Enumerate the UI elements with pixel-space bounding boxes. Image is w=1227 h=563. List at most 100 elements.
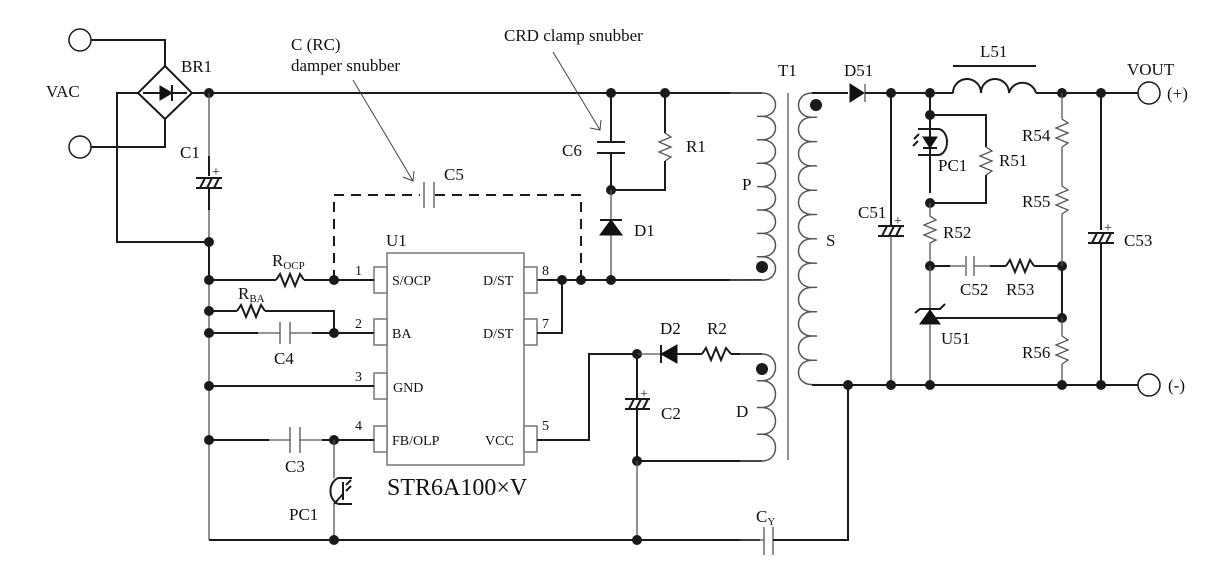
r1-label: R1 — [686, 137, 706, 156]
diode-d2: D2 — [637, 319, 702, 364]
secondary-winding-label: S — [826, 231, 835, 250]
vout-label: VOUT — [1127, 60, 1175, 79]
br1-label: BR1 — [181, 57, 212, 76]
opto-led-pc1: PC1 — [912, 115, 967, 193]
capacitor-c4: C4 — [209, 322, 374, 368]
rba-label: RBA — [238, 284, 265, 305]
annotation-rc-snubber: C (RC) damper snubber — [291, 35, 415, 182]
resistor-r54: R54 — [1022, 93, 1070, 186]
pin-num-1: 1 — [355, 264, 362, 279]
c52-label: C52 — [960, 280, 988, 299]
resistor-r51: R51 — [930, 114, 1027, 204]
ac-terminal-2 — [68, 135, 92, 159]
pc1-led-label: PC1 — [938, 156, 967, 175]
pin-name-ba: BA — [392, 327, 412, 342]
capacitor-c5: C5 — [333, 165, 582, 280]
aux-dot — [756, 363, 768, 375]
t1-label: T1 — [778, 61, 797, 80]
u1-label: U1 — [386, 231, 407, 250]
resistor-r56: R56 — [1022, 318, 1070, 385]
c3-label: C3 — [285, 457, 305, 476]
pin-num-5: 5 — [542, 419, 549, 434]
primary-winding-label: P — [742, 175, 751, 194]
r2-label: R2 — [707, 319, 727, 338]
primary-dot — [756, 261, 768, 273]
crd-snubber-label: CRD clamp snubber — [504, 26, 643, 45]
c1-label: C1 — [180, 143, 200, 162]
shunt-regulator-u51: U51 — [914, 266, 1062, 385]
wire — [116, 92, 208, 243]
rc-snubber-label: C (RC) — [291, 35, 341, 54]
pin-num-3: 3 — [355, 370, 362, 385]
ac-terminal-1 — [68, 28, 92, 52]
cy-label: CY — [756, 507, 775, 528]
inductor-l51: L51 — [952, 42, 1037, 94]
r52-label: R52 — [943, 223, 971, 242]
pin-name-vcc: VCC — [485, 434, 514, 449]
vout-minus-terminal — [1137, 373, 1161, 397]
pin-name-gnd: GND — [393, 381, 423, 396]
d1-label: D1 — [634, 221, 655, 240]
diode-icon — [159, 85, 173, 101]
r53-label: R53 — [1006, 280, 1034, 299]
c2-label: C2 — [661, 404, 681, 423]
capacitor-c52: C52 — [930, 256, 990, 299]
d51-label: D51 — [844, 61, 873, 80]
resistor-r52: R52 — [922, 203, 971, 266]
svg-text:+: + — [1104, 221, 1112, 236]
vac-label: VAC — [46, 82, 80, 101]
resistor-r1: R1 — [611, 93, 706, 191]
d2-label: D2 — [660, 319, 681, 338]
r56-label: R56 — [1022, 343, 1050, 362]
vout-minus-label: (-) — [1168, 376, 1185, 395]
c6-label: C6 — [562, 141, 582, 160]
vout-plus-terminal — [1137, 81, 1161, 105]
transformer-t1: T1 P S D — [729, 61, 841, 462]
wire — [91, 39, 166, 66]
secondary-dot — [810, 99, 822, 111]
diode-d51: D51 — [844, 61, 873, 103]
svg-text:+: + — [212, 165, 220, 180]
pin-num-8: 8 — [542, 264, 549, 279]
svg-text:+: + — [894, 214, 902, 229]
capacitor-c3: C3 — [209, 427, 374, 476]
resistor-rba: RBA — [209, 284, 335, 333]
pin-name-fb-olp: FB/OLP — [392, 434, 440, 449]
c51-label: C51 — [858, 203, 886, 222]
resistor-r55: R55 — [1022, 185, 1070, 266]
pin-name-dst-7: D/ST — [483, 327, 514, 342]
pin-name-s-ocp: S/OCP — [392, 274, 431, 289]
bridge-rectifier-br1: BR1 — [116, 57, 212, 243]
ic-body — [386, 252, 525, 466]
pin-name-dst-8: D/ST — [483, 274, 514, 289]
capacitor-c2: + C2 — [625, 354, 681, 461]
vcc-wire — [537, 353, 637, 441]
vout-plus-label: (+) — [1167, 84, 1188, 103]
ac-input: VAC — [46, 28, 166, 159]
capacitor-c1: + C1 — [180, 93, 222, 242]
resistor-r53: R53 — [990, 257, 1062, 299]
resistor-rocp: ROCP — [209, 251, 374, 289]
svg-text:+: + — [640, 387, 648, 402]
capacitor-c53: + C53 — [1088, 93, 1152, 385]
c5-label: C5 — [444, 165, 464, 184]
u51-label: U51 — [941, 329, 970, 348]
ic-u1: U1 S/OCP BA GND FB/OLP VCC D/ST D/ST 1 2… — [355, 231, 549, 501]
r54-label: R54 — [1022, 126, 1051, 145]
capacitor-c51: + C51 — [858, 93, 904, 385]
pc1-transistor-label: PC1 — [289, 505, 318, 524]
phototransistor-pc1: PC1 — [289, 440, 352, 540]
capacitor-c6: C6 — [562, 93, 625, 190]
r51-label: R51 — [999, 151, 1027, 170]
c53-label: C53 — [1124, 231, 1152, 250]
pin-num-4: 4 — [355, 419, 362, 434]
rocp-label: ROCP — [272, 251, 305, 272]
diode-d1: D1 — [599, 190, 655, 280]
rc-snubber-sublabel: damper snubber — [291, 56, 400, 75]
pin-num-7: 7 — [542, 317, 549, 332]
c4-label: C4 — [274, 349, 294, 368]
pin-num-2: 2 — [355, 317, 362, 332]
ic-part-number: STR6A100×V — [387, 475, 528, 501]
annotation-crd-snubber: CRD clamp snubber — [504, 26, 643, 131]
